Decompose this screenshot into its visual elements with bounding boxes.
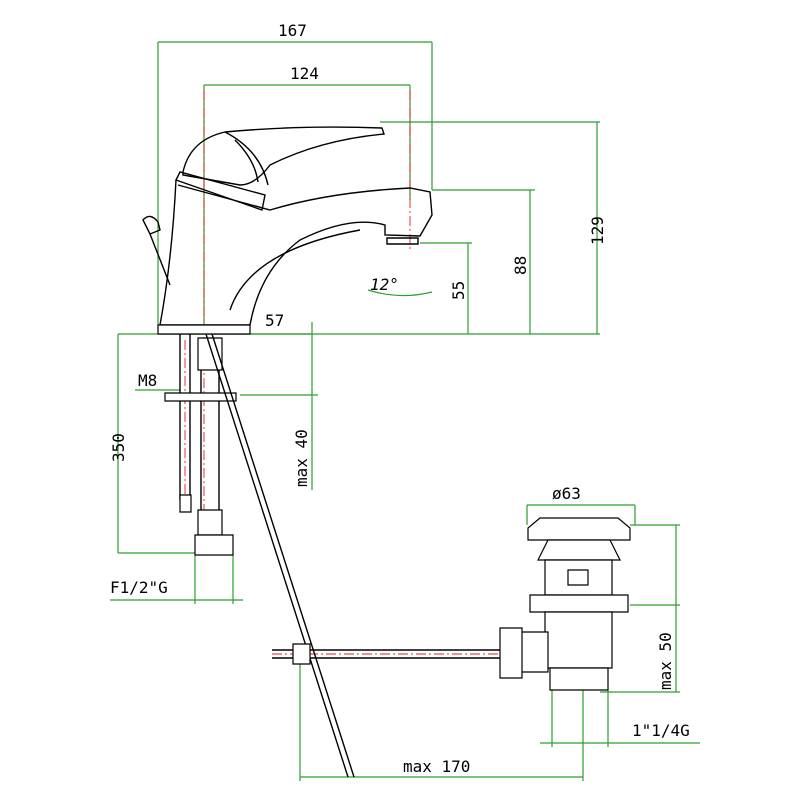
dim-outlet-height: 55 <box>449 281 468 300</box>
dim-max-deck-thickness: max 40 <box>292 429 311 487</box>
dim-overall-height: 129 <box>588 216 607 245</box>
dimension-labels: 167 124 129 88 55 57 12° M8 350 max 40 F… <box>109 21 690 776</box>
dim-hose-connection: F1/2"G <box>110 578 168 597</box>
popup-waste <box>272 517 631 691</box>
dim-spout-angle: 12° <box>370 275 399 294</box>
dim-max-rod-length: max 170 <box>403 757 470 776</box>
dim-max-basin-thickness: max 50 <box>656 632 675 690</box>
hoses-and-mounting <box>164 333 355 778</box>
dim-waste-thread: 1"1/4G <box>632 721 690 740</box>
dim-hose-length: 350 <box>109 433 128 462</box>
dim-stud-thread: M8 <box>138 371 157 390</box>
dim-base-diameter: 57 <box>265 311 284 330</box>
centerlines <box>184 90 579 690</box>
dimension-lines <box>110 41 700 781</box>
dim-spout-height: 88 <box>511 256 530 275</box>
faucet-body <box>142 126 433 335</box>
dim-waste-diameter: ø63 <box>552 484 581 503</box>
dim-spout-reach: 124 <box>290 64 319 83</box>
dim-overall-width: 167 <box>278 21 307 40</box>
